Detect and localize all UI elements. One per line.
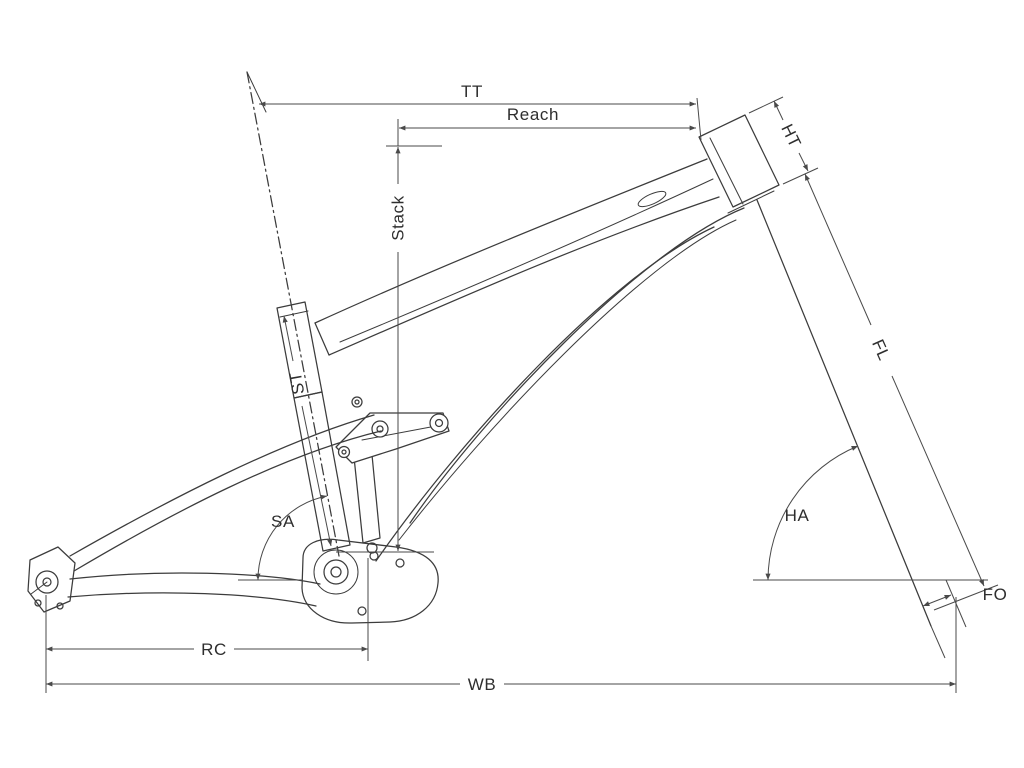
rocker-inner-line — [361, 425, 437, 441]
seat-axis-aux-line — [246, 71, 267, 113]
head-tube — [698, 114, 780, 208]
st-dimension-upper — [282, 315, 294, 362]
label-fork-length: FL — [868, 337, 894, 364]
down-tube-lower-edge — [375, 226, 715, 562]
fl-dimension-upper — [804, 173, 872, 326]
chain-stay-upper-edge — [69, 572, 321, 585]
dimension-labels: TT Reach Stack ST HT FL HA SA RC WB FO — [201, 82, 1007, 694]
axle-slot-line — [30, 581, 48, 595]
seat-tube-lower — [293, 391, 351, 552]
head-tube-lower-cup — [727, 190, 775, 214]
rocker-link — [335, 412, 450, 464]
sa-angle-arc — [255, 494, 328, 581]
bottom-bracket — [323, 559, 349, 585]
head-tube-inner-line — [709, 137, 744, 205]
motor-bolt-bottom — [357, 606, 367, 616]
fork-axis — [756, 199, 932, 627]
label-wheelbase: WB — [468, 675, 497, 694]
st-dimension-lower — [301, 405, 333, 547]
down-tube-upper-edge — [409, 207, 745, 524]
seat-stay-lower-edge — [73, 430, 382, 572]
ha-angle-arc — [765, 445, 859, 581]
shock-upper-pivot — [351, 396, 363, 408]
top-tube-panel-line — [339, 178, 714, 343]
dropout-bolt-lower-right — [56, 602, 64, 610]
dimension-lines — [45, 96, 999, 693]
top-tube-upper-edge — [314, 158, 708, 324]
label-fork-offset: FO — [983, 585, 1008, 604]
rocker-front-pivot-bolt — [341, 449, 347, 455]
ht-dimension-upper — [773, 100, 784, 121]
ht-extension-top — [748, 96, 784, 114]
tt-extension-right — [696, 97, 702, 141]
rocker-rear-pivot — [429, 413, 449, 433]
rocker-rear-pivot-bolt — [434, 418, 444, 428]
ht-dimension-lower — [798, 152, 809, 172]
fo-axle-parallel-line — [945, 579, 967, 628]
fl-dimension-lower — [891, 375, 985, 587]
rear-axle-bolt — [42, 577, 52, 587]
fo-axis-extension — [930, 625, 946, 659]
label-rear-center: RC — [201, 640, 227, 659]
label-stack: Stack — [389, 195, 408, 241]
label-top-tube: TT — [461, 82, 483, 101]
chain-stay-lower-edge — [67, 592, 317, 607]
rear-dropout — [27, 546, 76, 613]
frame-drawing — [27, 71, 932, 627]
label-seat-angle: SA — [271, 512, 295, 531]
label-reach: Reach — [507, 105, 559, 124]
rocker-main-pivot — [371, 420, 389, 438]
rocker-main-pivot-bolt — [376, 425, 384, 433]
top-tube-lower-edge — [328, 196, 720, 356]
dropout-bolt-lower-left — [34, 599, 42, 607]
ht-extension-bottom — [782, 167, 819, 185]
rocker-front-pivot — [337, 445, 351, 459]
battery-panel-line — [398, 219, 737, 541]
label-seat-tube: ST — [286, 370, 309, 396]
label-head-angle: HA — [785, 506, 810, 525]
bottom-bracket-spindle — [330, 566, 342, 578]
shock-upper-pivot-bolt — [354, 399, 360, 405]
motor-bolt-right — [395, 558, 405, 568]
seat-cluster-cap — [314, 322, 330, 356]
down-tube-vent — [637, 190, 667, 208]
label-head-tube: HT — [777, 121, 805, 151]
fo-dimension-line — [922, 594, 952, 607]
seat-stay-upper-edge — [69, 414, 375, 557]
